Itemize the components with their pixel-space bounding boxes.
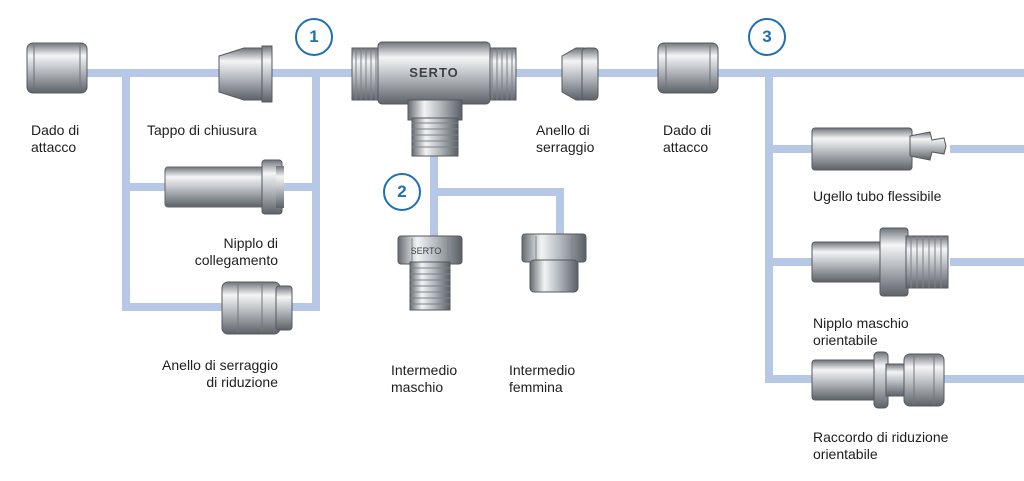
label-nipplo-maschio: Nipplo maschio orientabile <box>813 315 909 348</box>
reducer-stamp: SERTO <box>411 246 442 256</box>
label-dado-left: Dado di attacco <box>31 122 80 155</box>
label-ugello: Ugello tubo flessibile <box>813 188 942 204</box>
hex-nut-right <box>657 42 719 94</box>
label-anello-serraggio: Anello di serraggio <box>536 122 595 155</box>
male-reducer: SERTO <box>397 235 463 311</box>
tee-fitting: SERTO <box>351 41 517 157</box>
reducing-ring <box>221 281 293 335</box>
tee-stamp: SERTO <box>409 65 459 80</box>
label-tappo: Tappo di chiusura <box>147 122 257 138</box>
label-raccordo: Raccordo di riduzione orientabile <box>813 429 949 462</box>
swivel-male-nipple <box>811 227 949 297</box>
compression-ring <box>561 47 599 101</box>
closing-plug <box>218 45 273 103</box>
label-anello-riduzione: Anello di serraggio di riduzione <box>162 357 278 390</box>
hex-nut-left <box>26 42 88 94</box>
label-intermedio-femmina: Intermedio femmina <box>509 362 576 395</box>
connector-lines <box>60 69 1024 383</box>
swivel-reducing-union <box>811 351 945 409</box>
label-dado-right: Dado di attacco <box>663 122 712 155</box>
badge-2: 2 <box>383 173 421 211</box>
badge-1: 1 <box>295 18 333 56</box>
label-intermedio-maschio: Intermedio maschio <box>391 362 458 395</box>
hose-nozzle <box>811 127 947 171</box>
label-nipplo-collegamento: Nipplo di collegamento <box>194 235 278 268</box>
badge-3: 3 <box>748 18 786 56</box>
connection-nipple <box>164 159 284 215</box>
female-reducer <box>521 233 587 293</box>
